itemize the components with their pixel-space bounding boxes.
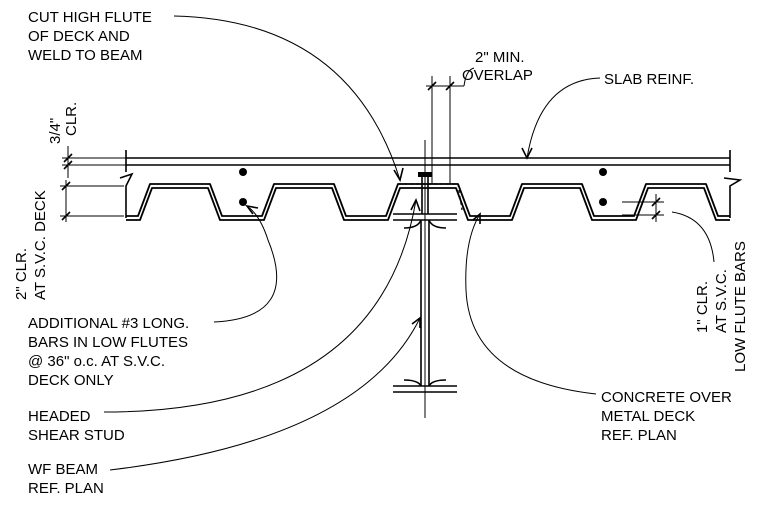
label-clr-1: 1" CLR. (694, 281, 711, 333)
arrow-cut-flute (393, 167, 404, 183)
leader-cut-flute (173, 15, 401, 181)
shear-stud-head (418, 172, 432, 177)
cut-flute-dashed (398, 183, 463, 211)
label-shear-stud: HEADED SHEAR STUD (28, 408, 125, 444)
label-clr-1-b: AT S.V.C. (713, 269, 730, 333)
arrow-concrete (472, 212, 481, 224)
reinf-bar-1 (239, 168, 247, 176)
overlap-ticks (427, 81, 455, 91)
leader-concrete (465, 213, 597, 395)
label-clr-1-c: LOW FLUTE BARS (732, 241, 749, 372)
label-cut-high-flute: CUT HIGH FLUTE OF DECK AND WELD TO BEAM (28, 9, 156, 64)
label-clr-2: 2" CLR. (13, 248, 30, 300)
leader-shear-stud (103, 199, 417, 413)
label-slab-reinf: SLAB REINF. (604, 71, 694, 88)
leader-wf-beam (109, 317, 421, 471)
reinf-bar-2 (599, 168, 607, 176)
clr2-ticks (61, 181, 71, 221)
label-clr-2-b: AT S.V.C. DECK (32, 190, 49, 300)
low-flute-bar-1 (239, 198, 247, 206)
label-clr-3-4-b: CLR. (63, 102, 80, 136)
right-break-line (723, 150, 743, 218)
label-wf-beam: WF BEAM REF. PLAN (28, 461, 104, 497)
arrow-wf-beam (411, 316, 421, 328)
clr34-ticks (63, 153, 73, 170)
arrow-shear-stud (410, 197, 421, 212)
arrow-additional-bars (245, 204, 259, 215)
clr1-ticks (651, 197, 661, 220)
low-flute-bar-2 (599, 198, 607, 206)
beam-bottom-fillets (403, 379, 447, 387)
beam-top-fillets (403, 219, 447, 229)
label-overlap: 2" MIN. OVERLAP (462, 49, 533, 84)
leader-clr1 (671, 211, 715, 263)
leader-additional-bars (213, 205, 278, 323)
label-concrete: CONCRETE OVER METAL DECK REF. PLAN (601, 389, 736, 444)
leader-slab-reinf (526, 77, 601, 159)
overlap-leader (463, 67, 475, 87)
label-additional-bars: ADDITIONAL #3 LONG. BARS IN LOW FLUTES @… (28, 315, 193, 389)
arrow-slab-reinf (521, 147, 533, 160)
label-clr-3-4: 3/4" (47, 118, 64, 144)
left-break-line (119, 150, 134, 218)
